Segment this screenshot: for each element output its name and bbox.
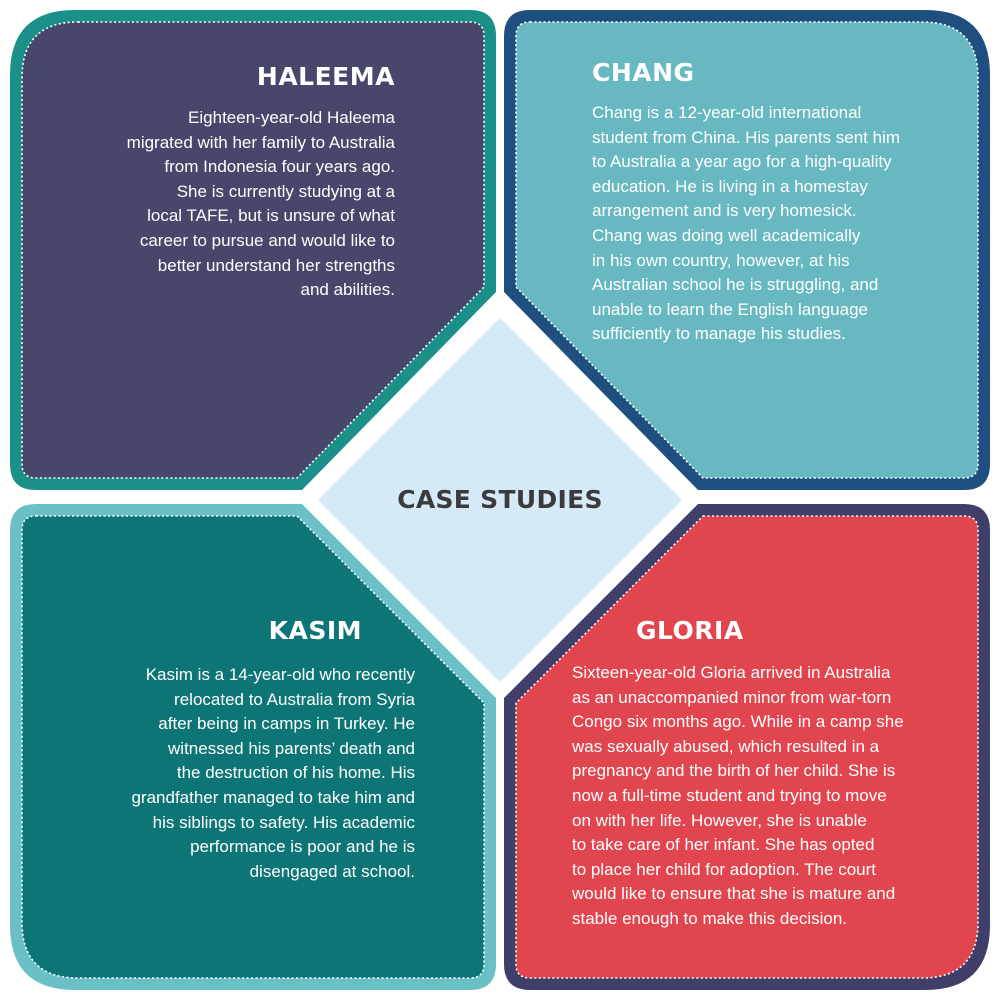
gloria-panel	[515, 515, 979, 979]
description-line: arrangement and is very homesick.	[592, 201, 857, 221]
haleema-panel	[21, 21, 485, 479]
kasim-panel	[21, 515, 485, 979]
description-line: migrated with her family to Australia	[126, 132, 395, 152]
description-line: stable enough to make this decision.	[572, 908, 848, 928]
kasim-name: KASIM	[268, 616, 362, 645]
chang-case: CHANG Chang is a 12-year-old internation…	[592, 58, 967, 347]
description-line: performance is poor and he is	[190, 837, 415, 857]
description-line: local TAFE, but is unsure of what	[147, 206, 395, 226]
chang-description: Chang is a 12-year-old international stu…	[592, 101, 967, 347]
haleema-case: HALEEMA Eighteen-year-old Haleema migrat…	[50, 62, 395, 303]
center-diamond	[318, 318, 682, 682]
description-line: Chang was doing well academically	[592, 225, 861, 245]
description-line: Eighteen-year-old Haleema	[188, 108, 395, 127]
description-line: grandfather managed to take him and	[131, 787, 415, 807]
chang-panel	[515, 21, 979, 479]
description-line: from Indonesia four years ago.	[164, 157, 395, 177]
chang-name: CHANG	[592, 58, 695, 87]
description-line: in his own country, however, at his	[592, 250, 850, 270]
description-line: disengaged at school.	[249, 861, 415, 881]
description-line: education. He is living in a homestay	[592, 176, 868, 196]
description-line: as an unaccompanied minor from war-torn	[572, 687, 892, 707]
description-line: to take care of her infant. She has opte…	[572, 835, 875, 855]
description-line: would like to ensure that she is mature …	[572, 884, 896, 904]
kasim-description: Kasim is a 14-year-old who recently relo…	[50, 663, 415, 884]
description-line: on with her life. However, she is unable	[572, 810, 867, 830]
description-line: the destruction of his home. His	[176, 763, 415, 783]
gloria-case: GLORIA Sixteen-year-old Gloria arrived i…	[572, 616, 967, 932]
description-line: better understand her strengths	[157, 255, 395, 275]
haleema-description: Eighteen-year-old Haleema migrated with …	[50, 106, 395, 303]
description-line: was sexually abused, which resulted in a	[572, 736, 880, 756]
description-line: She is currently studying at a	[176, 181, 395, 201]
description-line: Australian school he is struggling, and	[592, 275, 879, 295]
description-line: Congo six months ago. While in a camp sh…	[572, 712, 904, 732]
description-line: pregnancy and the birth of her child. Sh…	[572, 761, 896, 781]
description-line: unable to learn the English language	[592, 299, 868, 319]
description-line: now a full-time student and trying to mo…	[572, 785, 887, 805]
description-line: witnessed his parents’ death and	[168, 738, 415, 758]
description-line: relocated to Australia from Syria	[174, 689, 415, 709]
description-line: student from China. His parents sent him	[592, 127, 901, 147]
description-line: after being in camps in Turkey. He	[158, 714, 415, 734]
description-line: and abilities.	[300, 280, 395, 300]
gloria-description: Sixteen-year-old Gloria arrived in Austr…	[572, 661, 967, 932]
center-title: CASE STUDIES	[397, 485, 603, 514]
gloria-name: GLORIA	[636, 616, 744, 645]
description-line: Kasim is a 14-year-old who recently	[145, 665, 415, 684]
haleema-name: HALEEMA	[256, 62, 395, 91]
description-line: sufficiently to manage his studies.	[592, 324, 846, 344]
description-line: career to pursue and would like to	[139, 230, 395, 250]
description-line: to Australia a year ago for a high-quali…	[592, 152, 892, 172]
description-line: his siblings to safety. His academic	[152, 812, 415, 832]
description-line: Sixteen-year-old Gloria arrived in Austr…	[572, 663, 891, 682]
kasim-case: KASIM Kasim is a 14-year-old who recentl…	[50, 616, 415, 884]
description-line: to place her child for adoption. The cou…	[572, 859, 876, 879]
description-line: Chang is a 12-year-old international	[592, 103, 862, 122]
